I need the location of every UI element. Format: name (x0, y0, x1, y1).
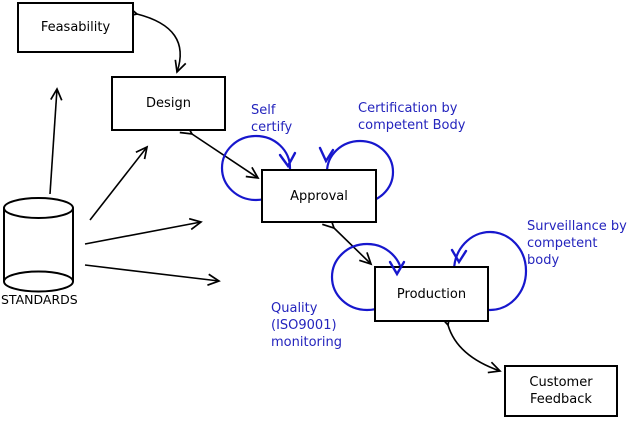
arrow-feasability-design (124, 5, 187, 74)
node-design-label: Design (146, 96, 191, 111)
node-feasability-label: Feasability (40, 20, 111, 35)
node-design: Design (111, 76, 226, 131)
arrow-design-approval (179, 122, 260, 180)
arrow-production-customer-feedback (439, 312, 502, 374)
self-certify-loop-arrowhead (278, 151, 297, 169)
quality-monitoring-annotation: Quality (ISO9001) monitoring (271, 301, 342, 350)
node-production-label: Production (396, 286, 467, 302)
node-customer-feedback: Customer Feedback (504, 365, 618, 417)
standards-cylinder-shape (3, 197, 74, 293)
node-approval-label: Approval (290, 188, 348, 204)
node-approval: Approval (261, 169, 377, 223)
arrow-approval-production (322, 216, 373, 266)
surveillance-loop-arrowhead (450, 248, 468, 265)
surveillance-annotation: Surveillance by competent body (527, 219, 627, 268)
self-certify-annotation: Self certify (251, 103, 293, 135)
node-production: Production (374, 266, 489, 322)
arrow-standards-to-design (89, 145, 149, 221)
node-customer-feedback-label: Customer Feedback (529, 375, 593, 407)
node-feasability: Feasability (17, 2, 134, 53)
certification-loop-arrowhead (318, 146, 335, 164)
arrow-standards-to-approval (84, 217, 203, 245)
certification-annotation: Certification by competent Body (358, 101, 466, 133)
arrow-standards-to-feasability (49, 87, 63, 195)
standards-label: STANDARDS (1, 292, 78, 307)
arrow-standards-to-production (84, 264, 221, 286)
